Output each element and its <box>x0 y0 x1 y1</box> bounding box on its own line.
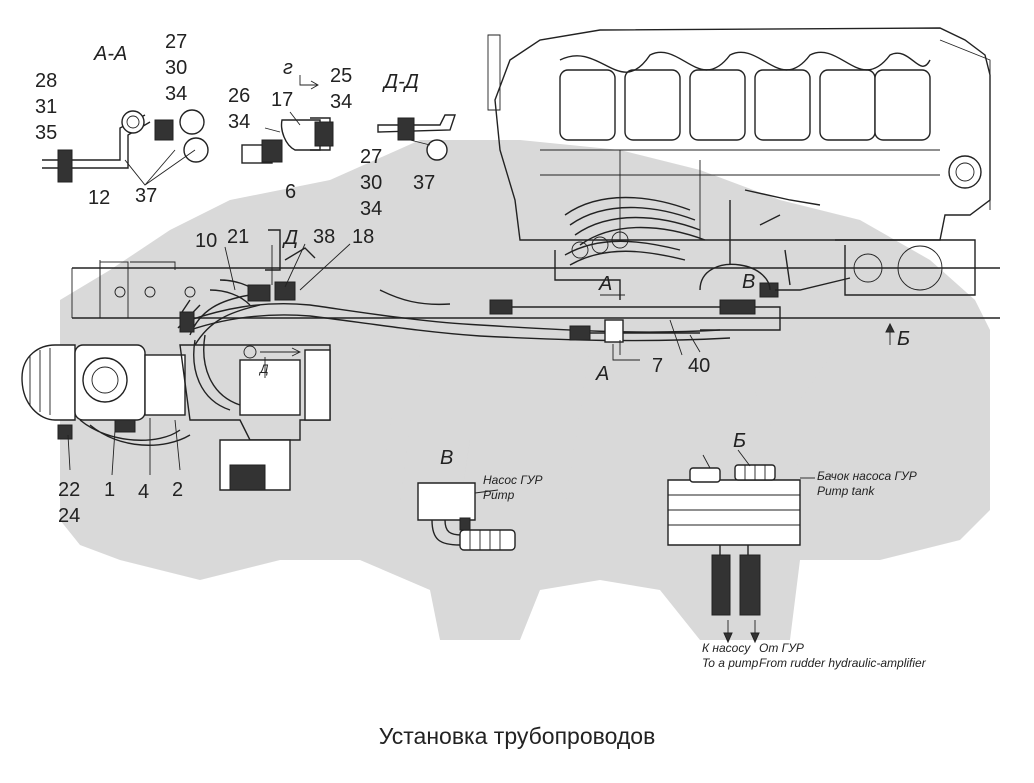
callout-numbers: 28 31 35 12 37 27 30 34 26 34 17 6 25 34… <box>35 31 710 527</box>
watermark-letter-e <box>565 350 720 505</box>
section-label-d-top: Д <box>282 227 298 249</box>
leader-lines <box>67 243 701 476</box>
callout-26: 26 <box>228 85 250 107</box>
callout-22: 22 <box>58 479 80 501</box>
callout-34b: 34 <box>228 111 250 133</box>
note-pump-en: Pump <box>483 488 515 502</box>
section-label-a-upper: А <box>598 273 612 295</box>
view-label-b: Б <box>897 328 910 350</box>
callout-30a: 30 <box>165 57 187 79</box>
callout-37b: 37 <box>413 172 435 194</box>
callout-4: 4 <box>138 481 149 503</box>
note-from-gur-en: From rudder hydraulic-amplifier <box>759 656 927 670</box>
callout-31: 31 <box>35 96 57 118</box>
hose-routing <box>177 229 316 378</box>
section-label-d-lower: Д <box>258 362 269 376</box>
callout-24: 24 <box>58 505 80 527</box>
callout-40: 40 <box>688 355 710 377</box>
engine-assembly <box>487 27 991 300</box>
section-aa-detail <box>42 109 209 186</box>
view-label-v-pump: В <box>440 447 453 469</box>
tank-label-b: Б <box>733 430 746 452</box>
callout-7: 7 <box>652 355 663 377</box>
annotations: Насос ГУР Pump Бачок насоса ГУР Pump tan… <box>483 469 927 670</box>
watermark-letter-p <box>400 350 565 505</box>
callout-27a: 27 <box>165 31 187 53</box>
callout-10: 10 <box>195 230 217 252</box>
section-label-aa: А-А <box>93 43 127 65</box>
note-to-pump-ru: К насосу <box>702 641 751 655</box>
section-label-a-lower: А <box>595 363 609 385</box>
callout-34c: 34 <box>330 91 352 113</box>
note-pump-ru: Насос ГУР <box>483 473 543 487</box>
section-label-g: г <box>283 57 293 79</box>
note-from-gur-ru: От ГУР <box>759 641 804 655</box>
callout-37a: 37 <box>135 185 157 207</box>
callout-35: 35 <box>35 122 57 144</box>
note-tank-en: Pump tank <box>817 484 875 498</box>
callout-18: 18 <box>352 226 374 248</box>
section-g-detail <box>241 75 334 164</box>
callout-34d: 34 <box>360 198 382 220</box>
callout-27b: 27 <box>360 146 382 168</box>
steering-gear <box>21 294 331 491</box>
section-labels: А-А г Д-Д Д Д А А Б Б В В <box>93 43 910 469</box>
section-label-dd: Д-Д <box>382 71 419 93</box>
callout-1: 1 <box>104 479 115 501</box>
watermark-logo <box>60 140 990 640</box>
callout-28: 28 <box>35 70 57 92</box>
callout-6: 6 <box>285 181 296 203</box>
callout-34a: 34 <box>165 83 187 105</box>
callout-12: 12 <box>88 187 110 209</box>
pump-inset <box>417 482 516 551</box>
note-to-pump-en: To a pump <box>702 656 759 670</box>
callout-17: 17 <box>271 89 293 111</box>
drawing-caption: Установка трубопроводов <box>379 723 656 749</box>
callout-21: 21 <box>227 226 249 248</box>
callout-38: 38 <box>313 226 335 248</box>
frame-rail <box>71 260 1000 361</box>
callout-2: 2 <box>172 479 183 501</box>
view-label-v-upper: В <box>742 271 755 293</box>
note-tank-ru: Бачок насоса ГУР <box>817 469 917 483</box>
pump-tank-inset <box>667 449 815 644</box>
callout-25: 25 <box>330 65 352 87</box>
section-dd-detail <box>377 114 456 161</box>
callout-30b: 30 <box>360 172 382 194</box>
